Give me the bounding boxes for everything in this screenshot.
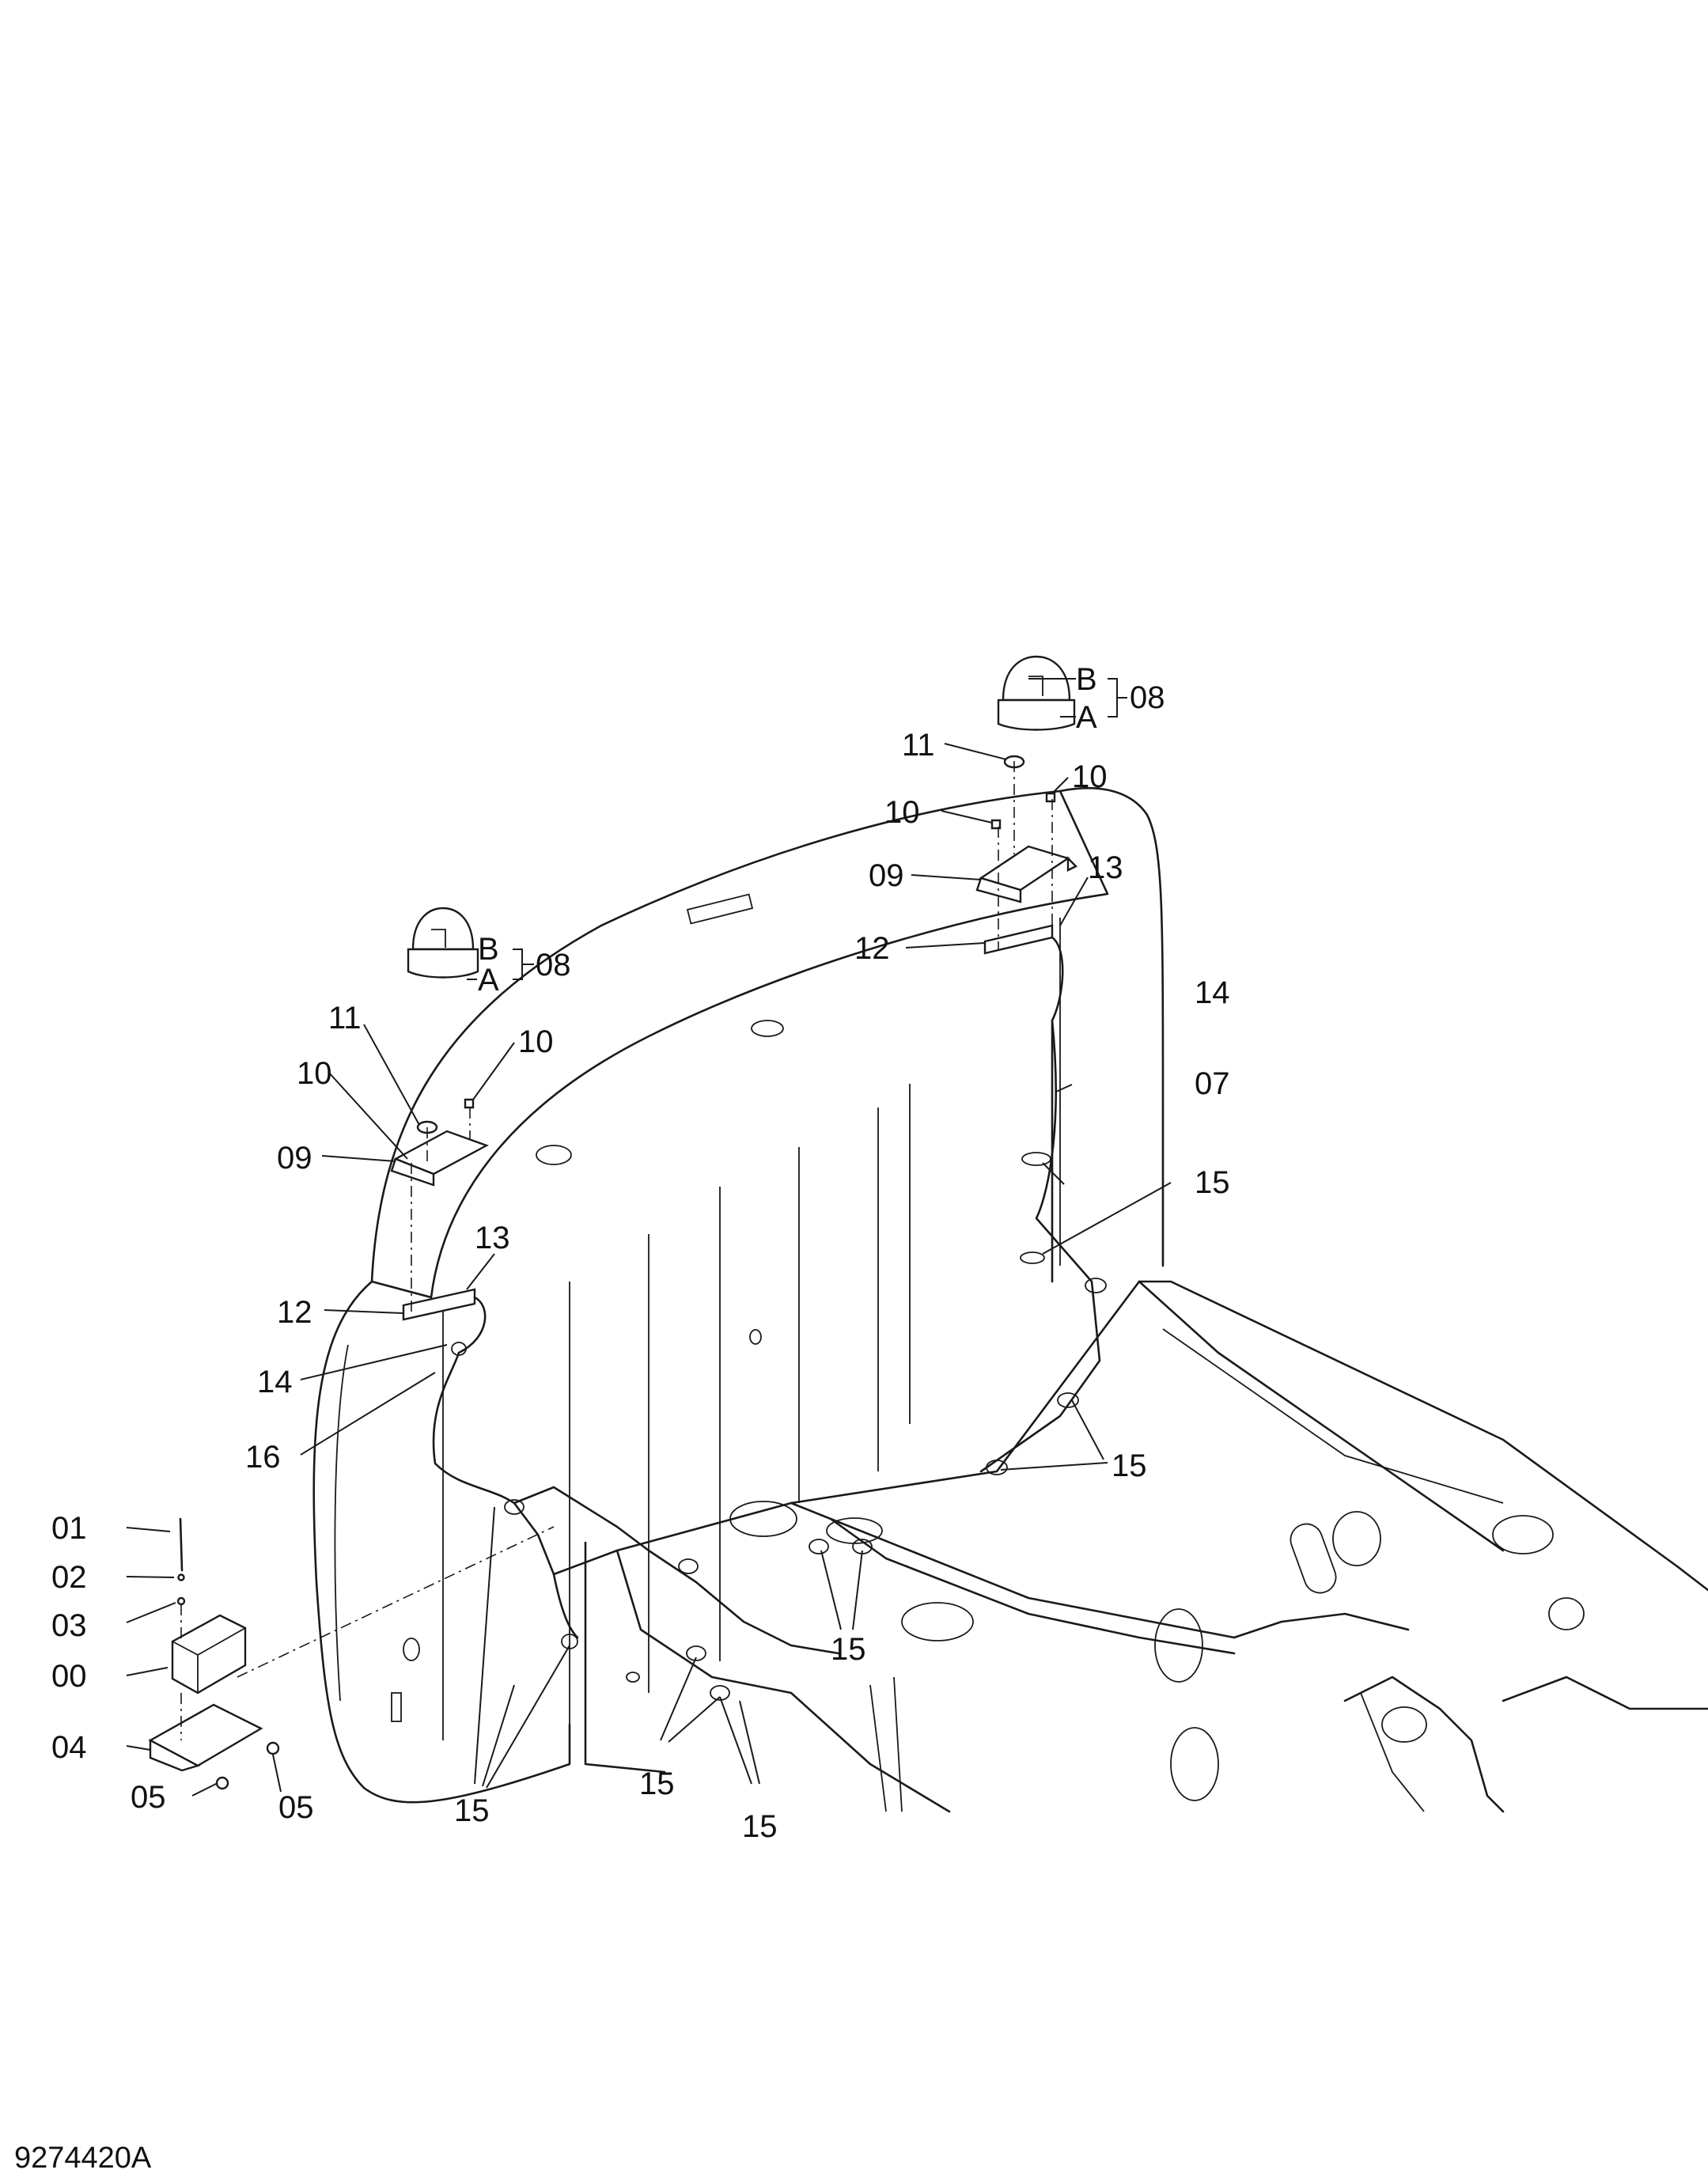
label-09-left: 09: [277, 1141, 312, 1176]
beacon-left: [390, 907, 873, 1701]
label-04: 04: [51, 1730, 87, 1765]
label-15-bottom-center: 15: [742, 1809, 778, 1844]
label-13-left: 13: [475, 1221, 510, 1255]
label-10-left-b: 10: [518, 1024, 554, 1059]
label-b-right: B: [1076, 662, 1097, 697]
callout-labels: 01 02 03 00 04 05 05 16 14 12 13 09 10 1…: [51, 662, 1230, 1844]
label-15-center: 15: [831, 1632, 866, 1667]
label-02: 02: [51, 1560, 87, 1595]
label-15-mid-right: 15: [1112, 1448, 1147, 1483]
upper-frame: [552, 1280, 1708, 1813]
label-15-lower-center: 15: [639, 1766, 675, 1801]
label-14-right: 14: [1195, 975, 1230, 1010]
label-08-left: 08: [536, 948, 571, 983]
label-15-bottom-left: 15: [454, 1793, 490, 1828]
leader-lines: [126, 678, 1172, 1797]
label-11-left: 11: [328, 1001, 362, 1036]
label-14-left: 14: [257, 1365, 293, 1399]
label-13-right: 13: [1088, 850, 1123, 885]
label-a-right: A: [1076, 700, 1097, 735]
label-16: 16: [245, 1440, 281, 1475]
figure-id: 9274420A: [14, 2141, 152, 2175]
label-10-right-b: 10: [884, 795, 920, 830]
label-12-left: 12: [277, 1295, 312, 1330]
label-01: 01: [51, 1511, 87, 1546]
label-05-right: 05: [278, 1790, 314, 1825]
alarm-assembly: [148, 1517, 555, 1790]
label-07: 07: [1195, 1066, 1230, 1101]
label-15-upper-right: 15: [1195, 1165, 1230, 1200]
label-03: 03: [51, 1608, 87, 1643]
label-10-left-a: 10: [297, 1056, 332, 1091]
label-00: 00: [51, 1659, 87, 1694]
label-05-left: 05: [131, 1780, 166, 1815]
label-11-right: 11: [902, 728, 935, 763]
label-08-right: 08: [1130, 680, 1165, 715]
label-b-left: B: [478, 932, 499, 967]
label-10-right-a: 10: [1072, 759, 1108, 794]
label-a-left: A: [478, 963, 499, 998]
label-12-right: 12: [854, 931, 890, 966]
label-09-right: 09: [869, 858, 904, 893]
